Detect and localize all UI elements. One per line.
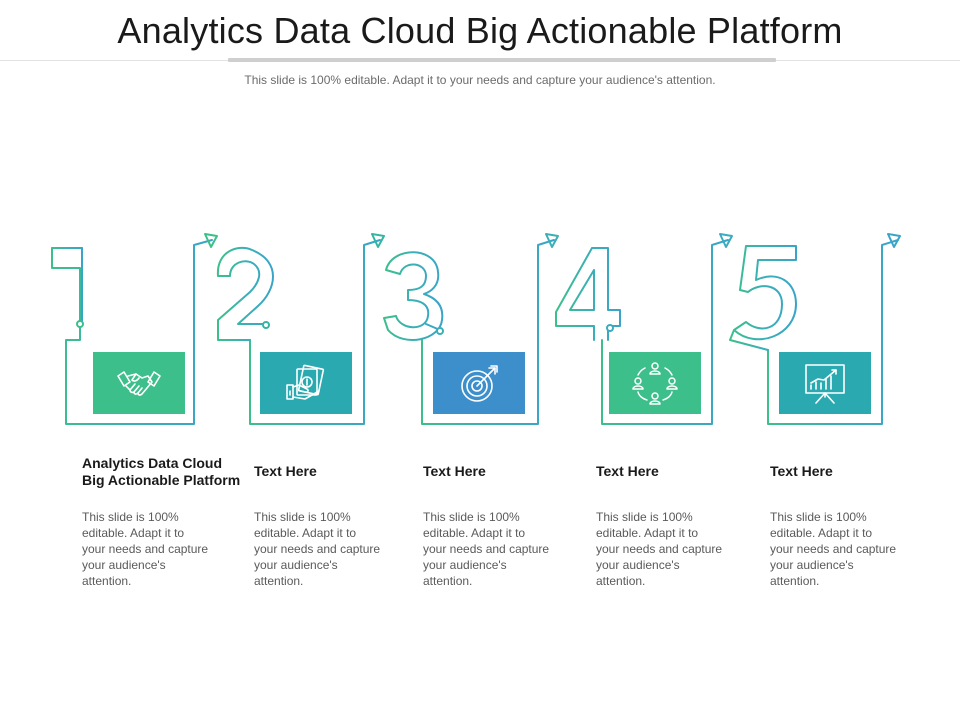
step-2-tile: [260, 352, 352, 414]
step-description: This slide is 100% editable. Adapt it to…: [254, 510, 381, 588]
number-5-outline: [729, 245, 797, 351]
connector-dot-3: [436, 327, 444, 335]
step-2-text: Text Here This slide is 100% editable. A…: [254, 446, 414, 589]
step-description: This slide is 100% editable. Adapt it to…: [596, 510, 723, 588]
number-4-outline: [555, 247, 621, 341]
step-4-text: Text Here This slide is 100% editable. A…: [596, 446, 756, 589]
connector-dot-1: [76, 320, 84, 328]
step-description: This slide is 100% editable. Adapt it to…: [770, 510, 897, 588]
presentation-chart-icon: [805, 364, 845, 404]
step-heading: Text Here: [596, 463, 659, 479]
step-heading: Analytics Data Cloud Big Actionable Plat…: [82, 454, 241, 488]
step-description: This slide is 100% editable. Adapt it to…: [82, 510, 209, 588]
arrow-head-2: [371, 233, 385, 248]
money-hand-icon: [286, 364, 325, 400]
step-5-tile: [779, 352, 871, 414]
arrow-head-5: [887, 233, 901, 248]
arrow-head-4: [719, 233, 733, 248]
target-icon: [461, 365, 498, 402]
title-underline-accent: [228, 58, 776, 62]
step-4-tile: [609, 352, 701, 414]
arrow-head-3: [545, 233, 559, 248]
number-2-outline: [216, 246, 274, 341]
step-3-text: Text Here This slide is 100% editable. A…: [423, 446, 583, 589]
connector-3: [421, 239, 555, 425]
slide-title: Analytics Data Cloud Big Actionable Plat…: [117, 10, 843, 51]
arrow-head-1: [204, 233, 218, 248]
step-description: This slide is 100% editable. Adapt it to…: [423, 510, 550, 588]
number-3-outline: [383, 251, 444, 342]
step-heading: Text Here: [423, 463, 486, 479]
team-network-icon: [632, 362, 678, 405]
connector-4: [601, 239, 729, 425]
step-1-text: Analytics Data Cloud Big Actionable Plat…: [82, 446, 242, 589]
step-5-text: Text Here This slide is 100% editable. A…: [770, 446, 930, 589]
step-heading: Text Here: [770, 463, 833, 479]
handshake-icon: [117, 371, 161, 396]
connector-dot-2: [262, 321, 270, 329]
step-3-tile: [433, 352, 525, 414]
slide-subtitle: This slide is 100% editable. Adapt it to…: [244, 73, 716, 87]
step-1-tile: [93, 352, 185, 414]
connector-dot-4: [606, 324, 614, 332]
step-heading: Text Here: [254, 463, 317, 479]
number-1-outline: [51, 247, 83, 323]
connector-5: [767, 239, 899, 425]
connector-2: [249, 239, 381, 425]
